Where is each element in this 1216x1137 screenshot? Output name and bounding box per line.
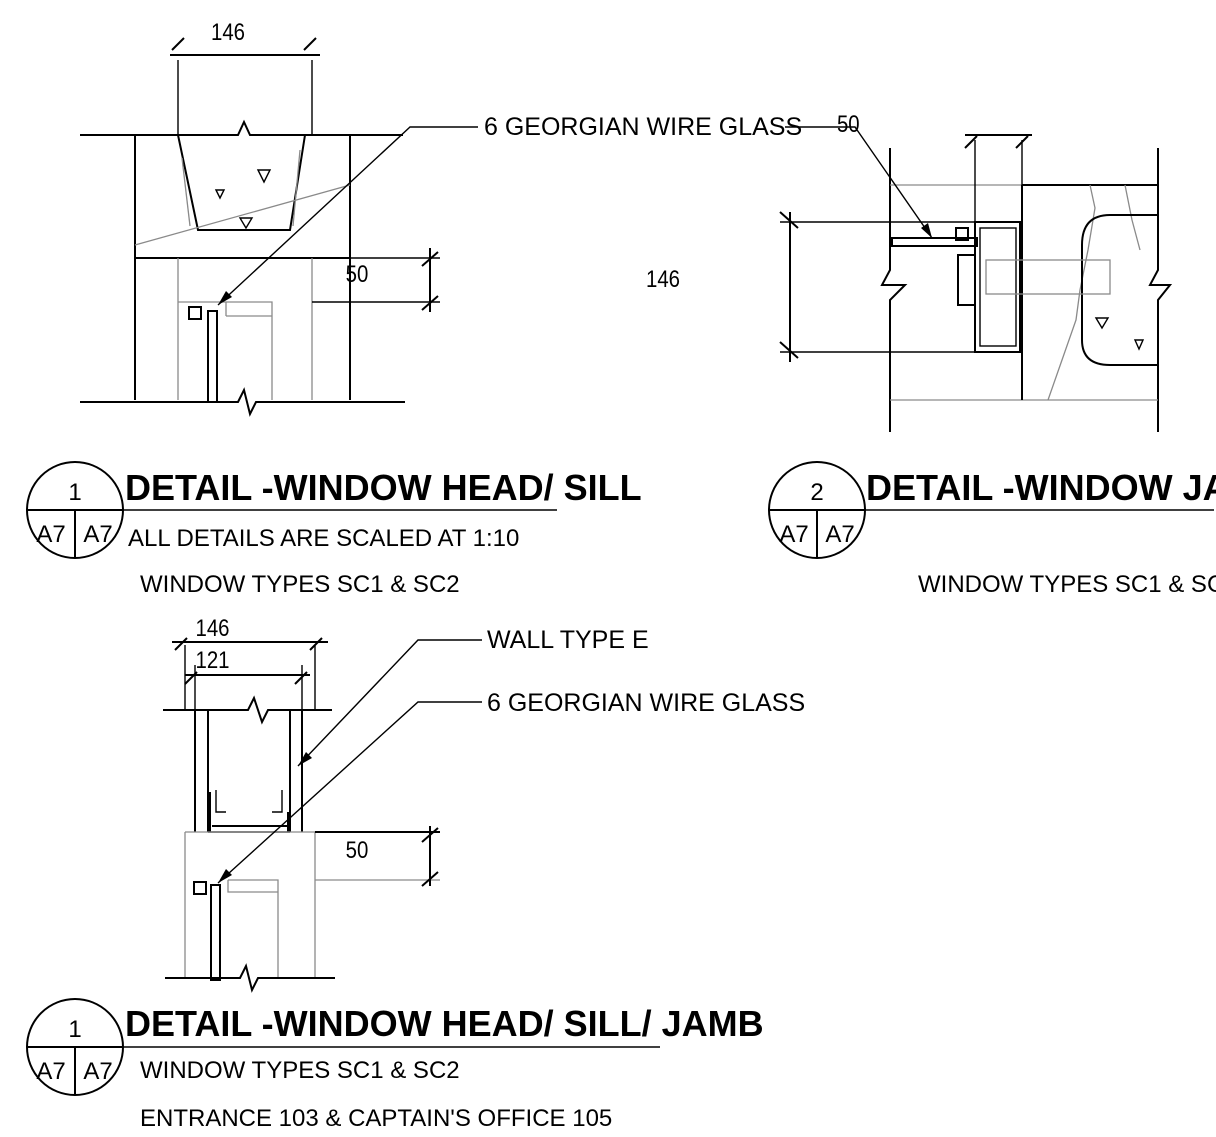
detail-2-offset-dimension: 50 [837,110,860,137]
detail-3-wall-label: WALL TYPE E [487,626,649,654]
detail-3-location-note: ENTRANCE 103 & CAPTAIN'S OFFICE 105 [140,1105,612,1132]
detail-1-scale-note: ALL DETAILS ARE SCALED AT 1:10 [128,525,519,552]
detail-3-depth-dimension: 50 [346,836,369,863]
detail-2-sheet-right: A7 [825,521,854,548]
detail-1-depth-dimension: 50 [346,260,369,287]
detail-3-sheet-left: A7 [36,1058,65,1085]
detail-3-outer-width-dimension: 146 [195,614,229,641]
detail-2-sheet-left: A7 [779,521,808,548]
detail-3-sheet-right: A7 [83,1058,112,1085]
detail-window-head-sill-jamb-drawing [163,637,482,993]
detail-3-title-block [26,998,660,1096]
detail-1-sheet-right: A7 [83,521,112,548]
detail-2-title-block [768,461,1214,559]
detail-3-inner-width-dimension: 121 [195,646,229,673]
detail-2-title: DETAIL -WINDOW JAMB [866,467,1216,508]
detail-window-jamb-drawing [779,126,1173,432]
detail-2-window-types: WINDOW TYPES SC1 & SC2 [918,571,1216,598]
detail-3-glass-label: 6 GEORGIAN WIRE GLASS [487,689,805,717]
detail-2-number: 2 [810,479,823,506]
detail-1-width-dimension: 146 [211,18,245,45]
detail-1-number: 1 [68,479,81,506]
detail-1-window-types: WINDOW TYPES SC1 & SC2 [140,571,460,598]
detail-3-title: DETAIL -WINDOW HEAD/ SILL/ JAMB [125,1003,764,1044]
detail-1-title-block [26,461,557,559]
detail-3-window-types: WINDOW TYPES SC1 & SC2 [140,1057,460,1084]
detail-1-glass-label: 6 GEORGIAN WIRE GLASS [484,113,802,141]
detail-1-sheet-left: A7 [36,521,65,548]
detail-window-head-sill-drawing [80,37,478,417]
detail-3-number: 1 [68,1016,81,1043]
detail-1-title: DETAIL -WINDOW HEAD/ SILL [125,467,642,508]
detail-2-height-dimension: 146 [646,265,680,292]
